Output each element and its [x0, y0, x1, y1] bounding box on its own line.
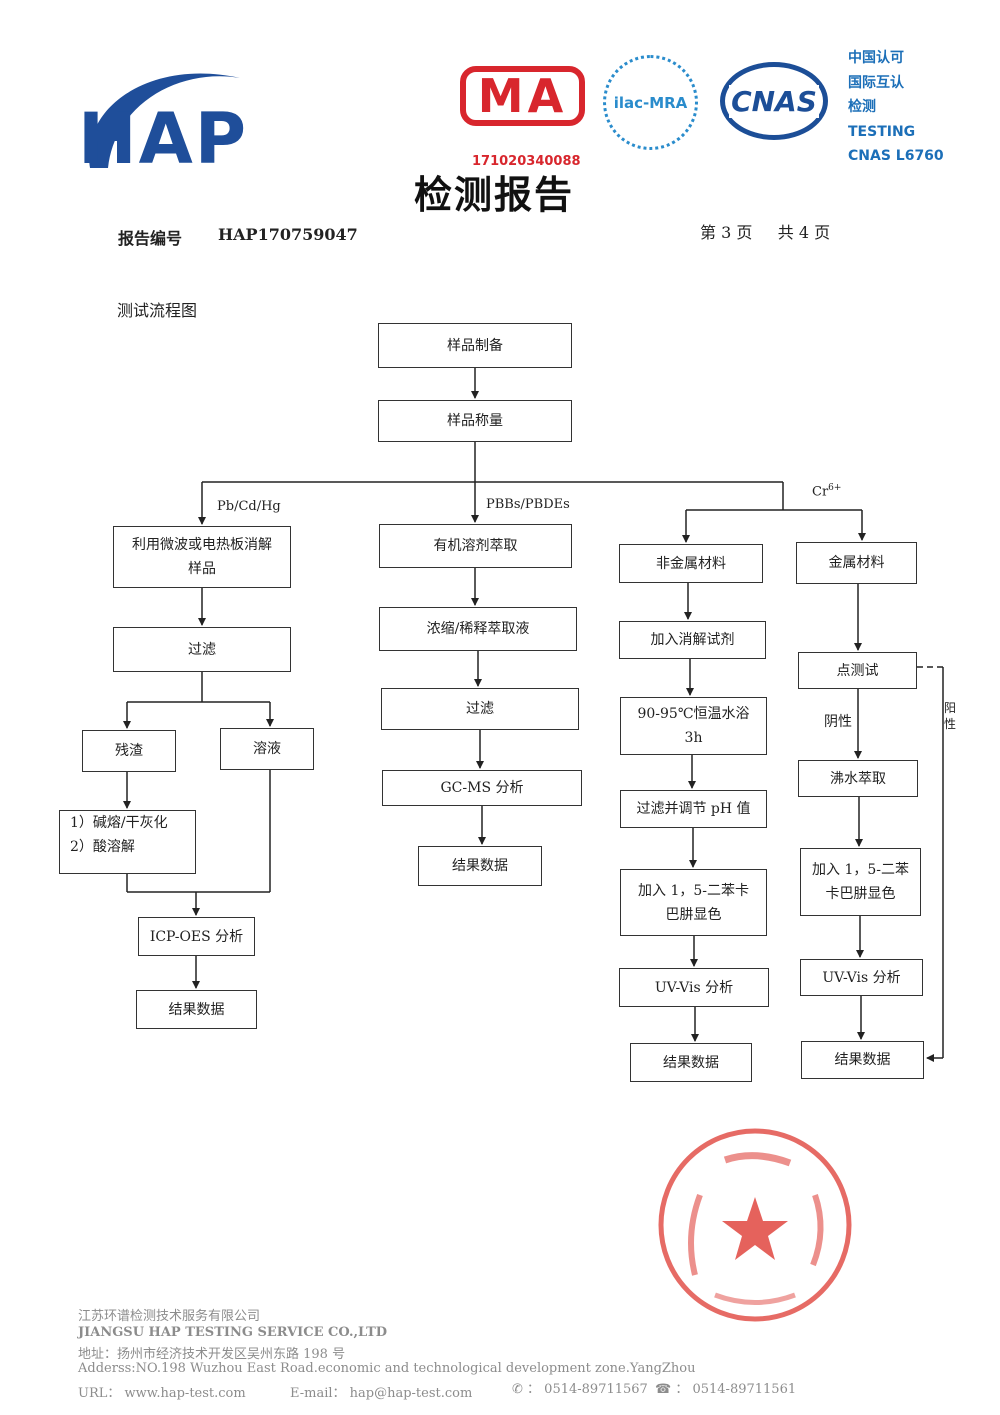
hap-swoosh-icon	[89, 73, 241, 168]
result-box-col1: 结果数据	[136, 990, 257, 1029]
report-title: 检测报告	[414, 172, 575, 217]
footer-fax-number: 0514-89711561	[692, 1382, 797, 1397]
nonmetal-box: 非金属材料	[619, 544, 763, 583]
hap-logo: HAP	[70, 48, 255, 198]
fax-icon: ☎	[655, 1382, 672, 1397]
result-box-col3: 结果数据	[630, 1043, 752, 1082]
add-dpc-line: 卡巴肼显色	[825, 886, 896, 902]
residue-box: 残渣	[82, 730, 176, 772]
metal-box: 金属材料	[796, 542, 917, 584]
residue-treatment-box: 1）碱熔/干灰化 2）酸溶解	[59, 810, 196, 874]
add-dpc-box-col4: 加入 1，5-二苯 卡巴肼显色	[800, 848, 921, 916]
negative-label: 阴性	[824, 711, 852, 731]
filter-box-col1: 过滤	[113, 627, 291, 672]
result-box-col2: 结果数据	[418, 846, 542, 886]
uvvis-box-col4: UV-Vis 分析	[800, 959, 923, 996]
digest-sample-line: 样品	[188, 561, 216, 577]
branch-label-cr6: Cr6+	[812, 483, 841, 499]
uvvis-box-col3: UV-Vis 分析	[619, 968, 769, 1007]
water-bath-line: 90-95℃恒温水浴	[637, 706, 750, 722]
digest-sample-line: 利用微波或电热板消解	[132, 537, 272, 553]
footer-company-en: JIANGSU HAP TESTING SERVICE CO.,LTD	[78, 1325, 388, 1340]
branch-label-cr: Cr	[812, 484, 829, 500]
add-dpc-line: 巴肼显色	[665, 906, 722, 923]
report-no: HAP170759047	[218, 225, 358, 244]
branch-label-cr-superscript: 6+	[828, 483, 842, 493]
sample-prep-box: 样品制备	[378, 323, 572, 368]
cma-logo-text: MA	[477, 69, 568, 123]
flowchart-connectors	[123, 368, 944, 1062]
footer-tel-number: 0514-89711567	[544, 1382, 648, 1397]
organic-extract-box: 有机溶剂萃取	[379, 524, 572, 568]
footer-email: E-mail： hap@hap-test.com	[290, 1386, 473, 1401]
result-box-col4: 结果数据	[801, 1041, 924, 1079]
cma-logo: MA	[460, 66, 585, 126]
cnas-logo-text: CNAS	[729, 84, 819, 118]
solution-box: 溶液	[220, 728, 314, 770]
section-title: 测试流程图	[117, 301, 198, 320]
icp-oes-box: ICP-OES 分析	[138, 917, 255, 956]
filter-box-col2: 过滤	[381, 688, 579, 730]
seal-icon	[658, 1128, 852, 1322]
accreditation-line: 国际互认	[848, 74, 904, 91]
add-dpc-box-col3: 加入 1，5-二苯卡 巴肼显色	[620, 869, 767, 936]
residue-step: 2）酸溶解	[70, 839, 135, 855]
accreditation-line: CNAS L6760	[848, 148, 944, 164]
footer-company-cn: 江苏环谱检测技术服务有限公司	[78, 1309, 261, 1324]
branch-label-pbbs-pbdes: PBBs/PBDEs	[486, 497, 570, 512]
add-dpc-line: 加入 1，5-二苯	[812, 862, 909, 878]
branch-label-pb-cd-hg: Pb/Cd/Hg	[217, 499, 281, 514]
residue-step: 1）碱熔/干灰化	[70, 815, 168, 831]
water-bath-line: 3h	[684, 730, 703, 746]
filter-ph-box: 过滤并调节 pH 值	[620, 790, 767, 828]
sample-weigh-box: 样品称量	[378, 400, 572, 442]
spot-test-box: 点测试	[798, 652, 917, 689]
footer-tel: ✆ ： 0514-89711567	[512, 1382, 648, 1397]
footer-url: URL： www.hap-test.com	[78, 1386, 246, 1401]
concentrate-box: 浓缩/稀释萃取液	[379, 607, 577, 651]
add-dpc-line: 加入 1，5-二苯卡	[638, 882, 749, 899]
footer-address-cn: 地址：扬州市经济技术开发区吴州东路 198 号	[78, 1347, 346, 1362]
accreditation-line: TESTING	[848, 123, 916, 140]
company-seal-stamp	[655, 1125, 855, 1325]
footer-address-en: Adderss:NO.198 Wuzhou East Road.economic…	[78, 1361, 696, 1376]
ilac-mra-logo-text: ilac-MRA	[613, 93, 688, 112]
page-info: 第 3 页 共 4 页	[700, 223, 831, 242]
boil-extract-box: 沸水萃取	[798, 760, 918, 797]
footer-fax: ☎ ： 0514-89711561	[655, 1382, 797, 1397]
positive-label: 阳性	[944, 700, 958, 732]
add-reagent-box: 加入消解试剂	[619, 621, 766, 659]
accreditation-line: 中国认可	[848, 50, 904, 66]
serial-number: 171020340088	[472, 154, 581, 169]
report-no-label: 报告编号	[118, 229, 183, 248]
ilac-mra-logo: ilac-MRA	[603, 55, 698, 150]
gcms-box: GC-MS 分析	[382, 770, 582, 806]
digest-sample-box: 利用微波或电热板消解 样品	[113, 526, 291, 588]
phone-icon: ✆	[512, 1382, 523, 1397]
cnas-logo: CNAS	[720, 62, 828, 140]
accreditation-text: 中国认可 国际互认 检测 TESTING CNAS L6760	[848, 46, 944, 169]
water-bath-box: 90-95℃恒温水浴 3h	[620, 697, 767, 755]
accreditation-line: 检测	[848, 99, 876, 115]
hap-logo-text: HAP	[78, 98, 249, 180]
